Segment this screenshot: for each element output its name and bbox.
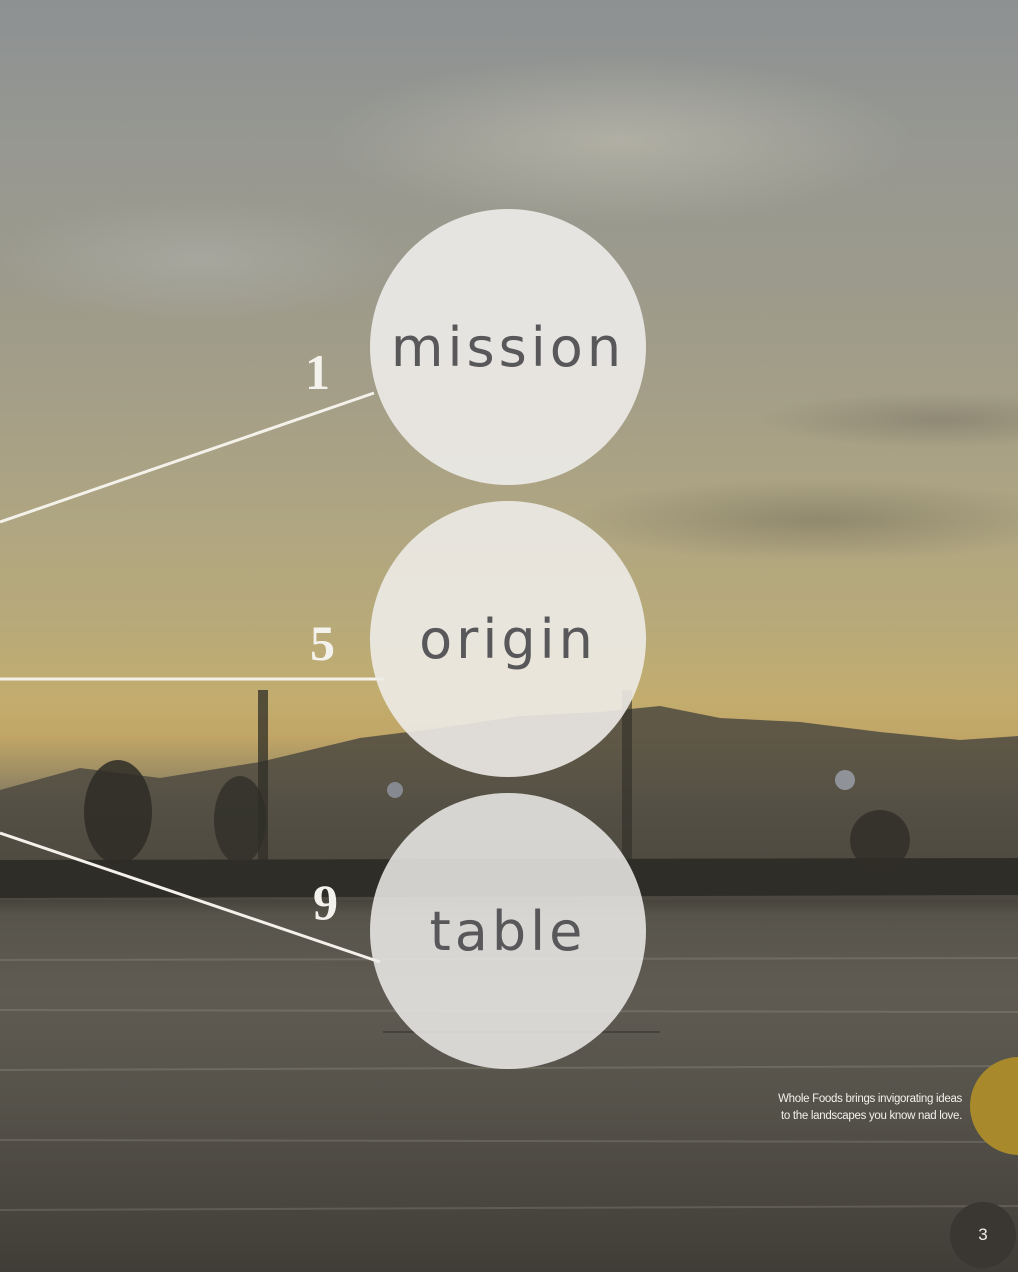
- concept-circle-origin: origin: [370, 501, 646, 777]
- concept-circle-mission: mission: [370, 209, 646, 485]
- caption-text: Whole Foods brings invigorating ideas to…: [702, 1091, 962, 1125]
- concept-circle-table: table: [370, 793, 646, 1069]
- crane-tower: [258, 690, 268, 860]
- concept-number-1: 1: [305, 344, 330, 400]
- water-ripple: [0, 1139, 1018, 1143]
- connector-line-9: [0, 831, 381, 964]
- concept-label: mission: [390, 315, 626, 379]
- page-number: 3: [978, 1225, 988, 1244]
- crane-tower: [622, 690, 632, 860]
- tree-silhouette: [850, 810, 910, 870]
- concept-number-5: 5: [310, 615, 335, 671]
- tree-silhouette: [84, 760, 152, 864]
- connector-line-1: [0, 391, 375, 524]
- caption-line: Whole Foods brings invigorating ideas: [778, 1093, 962, 1105]
- page-number-badge: 3: [950, 1202, 1016, 1268]
- distant-light: [387, 782, 403, 798]
- concept-label: origin: [419, 607, 597, 671]
- concept-number-9: 9: [313, 874, 338, 930]
- tree-silhouette: [214, 776, 266, 864]
- concept-label: table: [429, 899, 587, 963]
- caption-line: to the landscapes you know nad love.: [781, 1110, 962, 1122]
- distant-light: [835, 770, 855, 790]
- water-ripple: [0, 1205, 1018, 1211]
